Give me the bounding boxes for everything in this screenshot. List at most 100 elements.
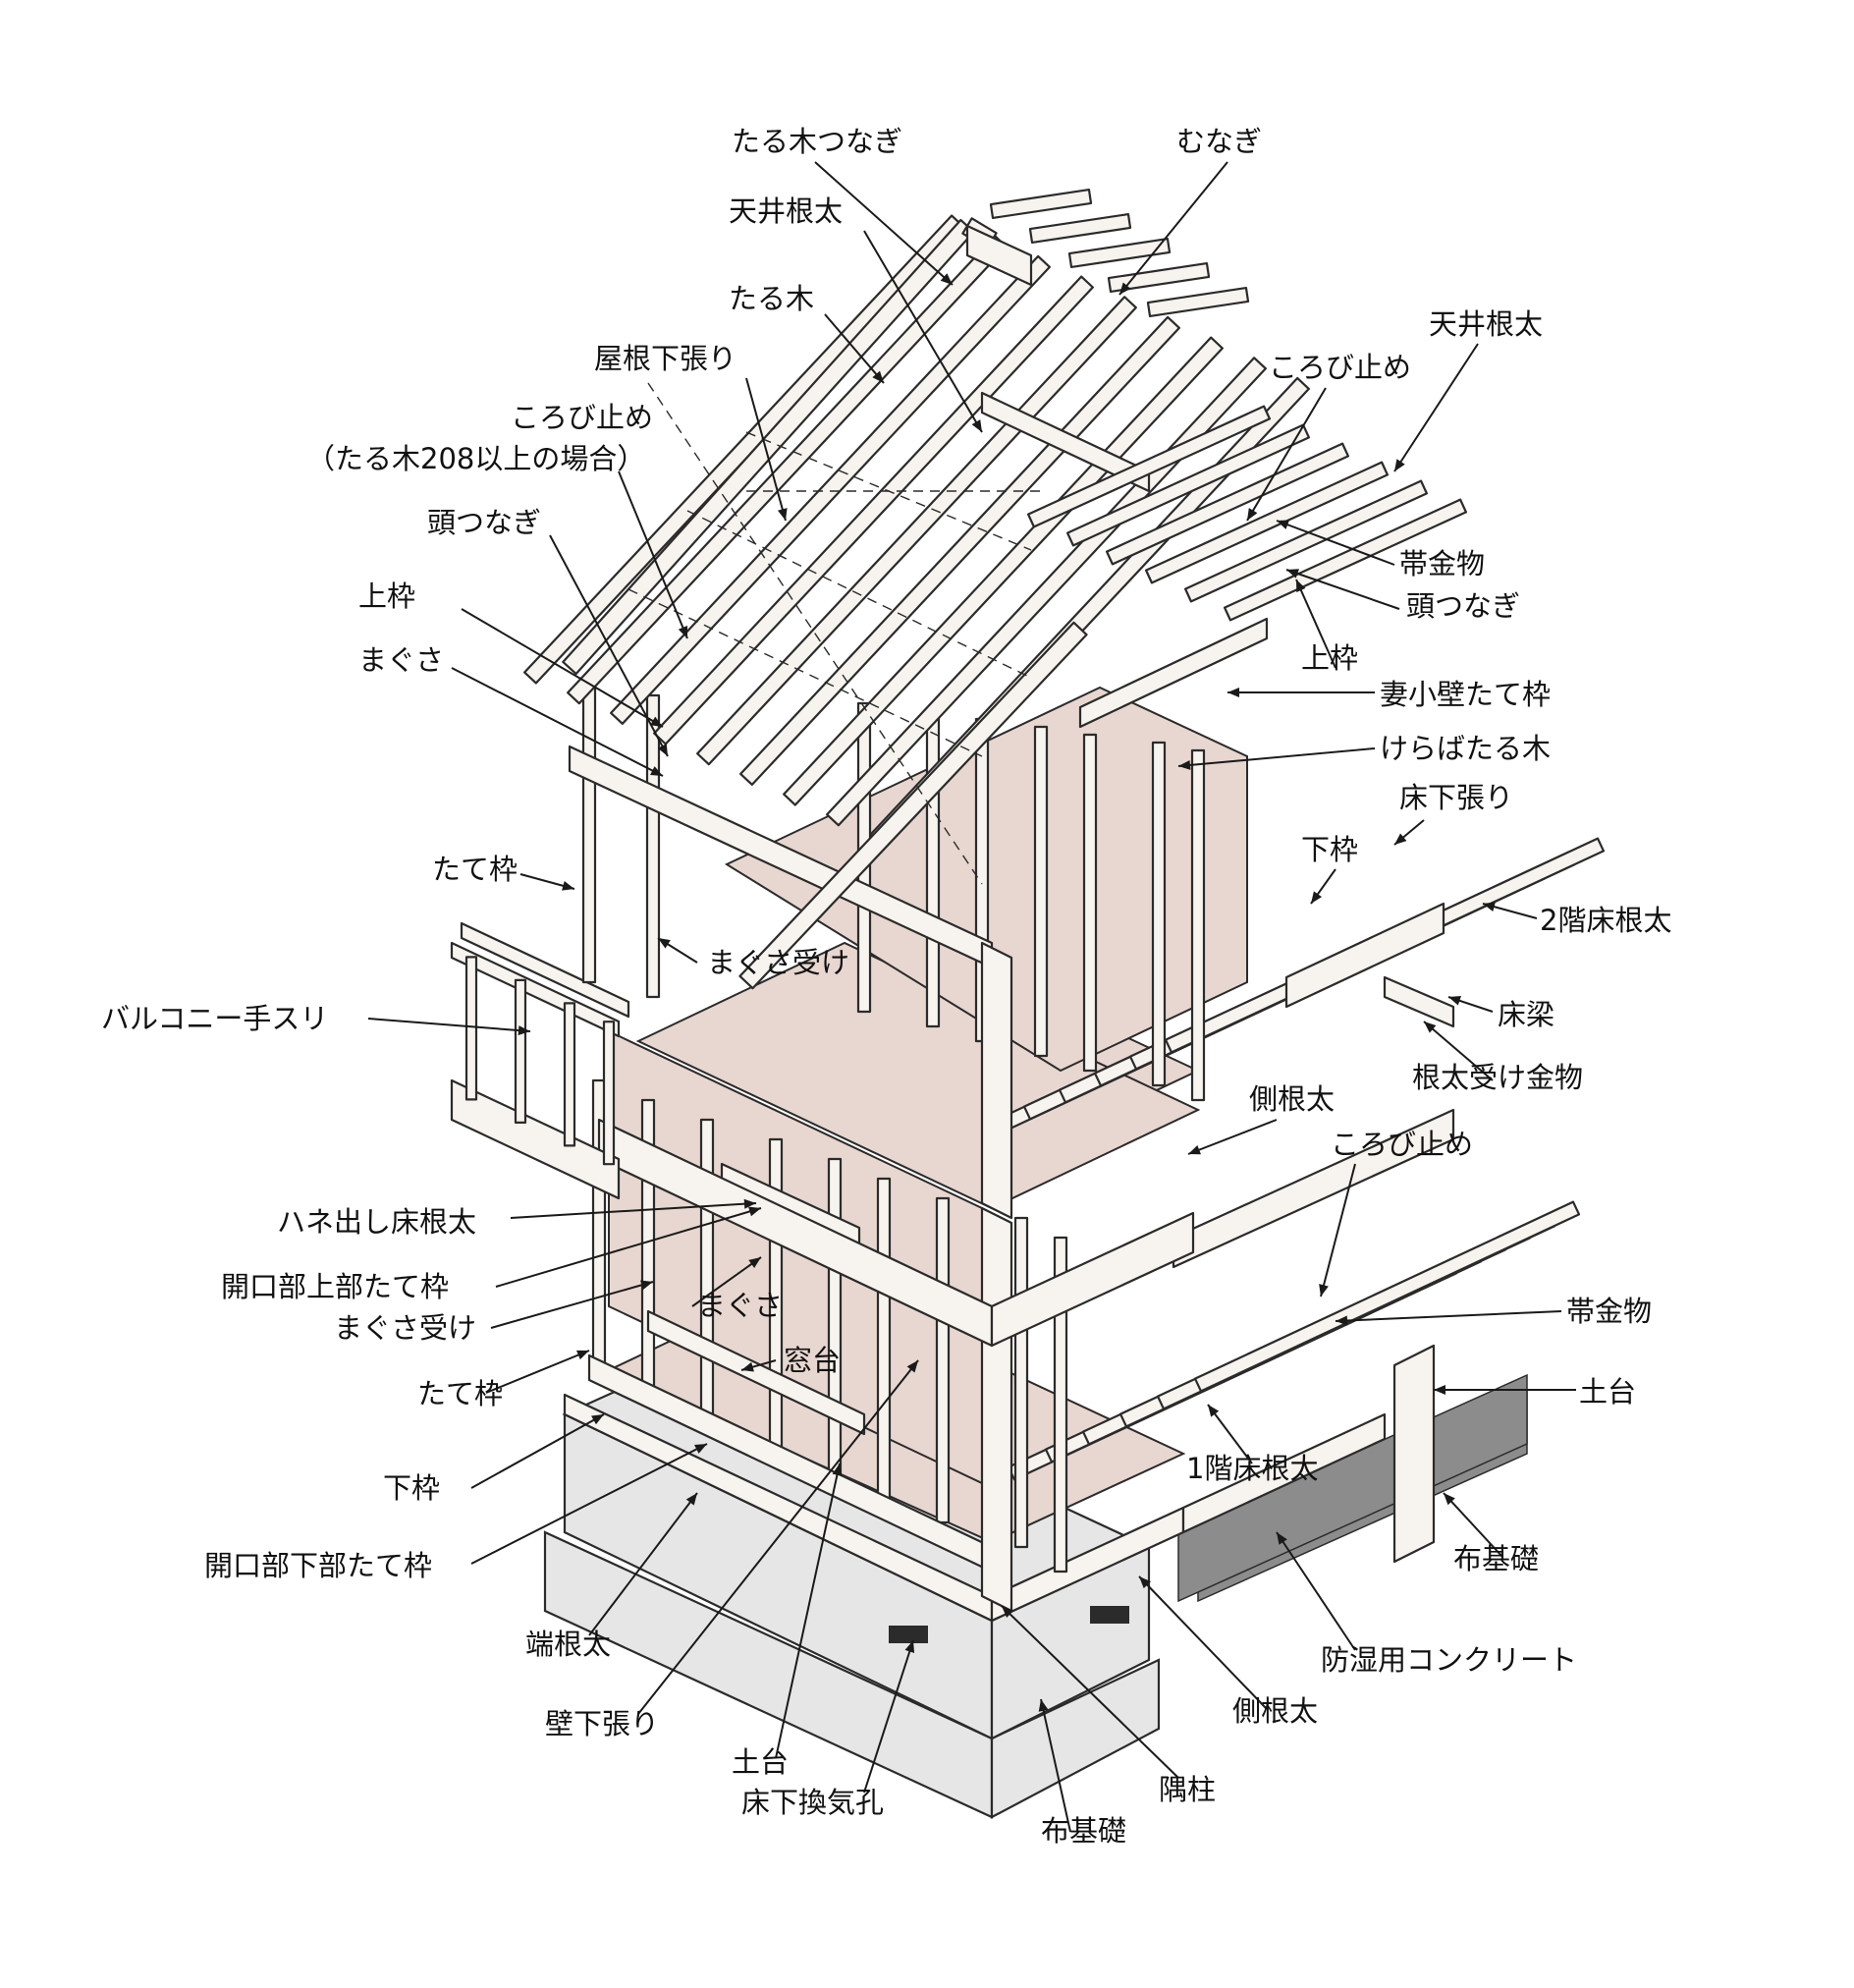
ceiling-joist-member — [1105, 442, 1350, 566]
leader-arrowhead — [694, 1444, 707, 1454]
label-stud-upper: たて枠 — [432, 853, 518, 886]
leader-arrowhead — [1336, 1315, 1348, 1326]
leader-line — [1187, 1119, 1278, 1155]
leader-line — [1335, 1310, 1562, 1322]
leader-arrowhead — [678, 626, 688, 638]
label-roof-sheathing: 屋根下張り — [594, 342, 737, 375]
label-vent: 床下換気孔 — [741, 1786, 885, 1819]
leader-line — [510, 1202, 757, 1219]
leader-line — [1246, 387, 1327, 522]
leader-line — [451, 667, 664, 777]
leader-line — [1276, 520, 1395, 566]
barge-rafter-member — [738, 621, 1088, 990]
rafter-member — [562, 218, 975, 676]
balcony-post — [464, 956, 478, 1101]
rafter-tail-member — [1028, 212, 1132, 245]
stud-2f-member — [1151, 741, 1167, 1087]
leader-line — [775, 1463, 841, 1759]
label-strap-right: 帯金物 — [1399, 547, 1486, 580]
leader-arrowhead — [650, 766, 663, 776]
leader-arrowhead — [904, 1640, 915, 1653]
leader-line — [1443, 1492, 1503, 1558]
balcony — [450, 921, 630, 1200]
leader-line — [1118, 161, 1228, 296]
leader-arrowhead — [1483, 902, 1496, 911]
rafter-member — [610, 254, 1051, 725]
leader-line — [495, 1207, 762, 1288]
leader-line — [1320, 1163, 1356, 1298]
leader-arrowhead — [1286, 569, 1299, 579]
leader-line — [1177, 747, 1376, 767]
leader-line — [490, 1281, 654, 1329]
leader-arrowhead — [562, 881, 574, 891]
label-stud-lower: たて枠 — [417, 1377, 504, 1410]
leader-arrowhead — [1178, 759, 1191, 770]
stud-1f-member — [935, 1196, 951, 1524]
vent-hole-side — [1090, 1606, 1129, 1624]
label-gable-stud: 妻小壁たて枠 — [1380, 678, 1552, 711]
rafter-tail-member — [1146, 286, 1250, 318]
leader-line — [1393, 343, 1479, 472]
label-floor-joist-1f: 1階床根太 — [1186, 1452, 1319, 1485]
label-ceiling-joist-right: 天井根太 — [1429, 307, 1544, 341]
leader-arrowhead — [640, 1280, 653, 1291]
ceiling-joist-member — [1223, 498, 1468, 622]
label-top-plate-right: 頭つなぎ — [1406, 589, 1521, 623]
leader-line — [1207, 1404, 1253, 1464]
balcony-post — [563, 1002, 576, 1147]
leader-arrowhead — [576, 1350, 589, 1360]
leader-arrowhead — [906, 1360, 918, 1373]
leader-line — [1001, 1605, 1179, 1779]
balcony-post — [514, 978, 527, 1125]
label-vapor-concrete: 防湿用コンクリート — [1321, 1643, 1578, 1677]
label-bottom-plate-lower: 下枠 — [383, 1471, 441, 1505]
rafter-tail-member — [989, 188, 1093, 220]
leader-arrowhead — [748, 1206, 761, 1217]
stud-1f-member — [827, 1157, 843, 1475]
stud-2f-member — [581, 686, 597, 984]
stud-2f-member — [1082, 733, 1098, 1073]
label-subfloor: 床下張り — [1399, 781, 1514, 814]
label-header-lower: まぐさ — [697, 1289, 784, 1322]
label-top-plate-left: 頭つなぎ — [427, 506, 542, 539]
leader-arrowhead — [1227, 688, 1239, 697]
leader-line — [1040, 1698, 1071, 1833]
ceiling-joist-member — [1183, 479, 1429, 603]
stud-1f-member — [876, 1177, 892, 1500]
leader-arrowhead — [777, 508, 788, 521]
label-end-joist: 端根太 — [525, 1628, 612, 1661]
leader-arrowhead — [1296, 580, 1306, 592]
label-blocking-right: ころび止め — [1269, 351, 1412, 384]
leader-arrowhead — [1444, 1493, 1455, 1506]
leader-arrowhead — [741, 1361, 754, 1372]
leader-arrowhead — [658, 938, 671, 949]
label-floor-joist-2f: 2階床根太 — [1540, 904, 1672, 937]
leader-arrowhead — [872, 370, 884, 383]
ceiling-joist-member — [1026, 405, 1272, 528]
leader-arrowhead — [1139, 1576, 1151, 1589]
leader-line — [1295, 579, 1336, 669]
leader-arrowhead — [1038, 1699, 1049, 1712]
label-rim-joist-right: 側根太 — [1249, 1082, 1336, 1116]
label-top-frame-right: 上枠 — [1301, 641, 1359, 675]
leader-line — [637, 1359, 919, 1715]
leader-arrowhead — [1208, 1405, 1220, 1417]
stud-1f-member — [1053, 1236, 1068, 1574]
leader-arrowhead — [1311, 891, 1323, 904]
label-header-left: まぐさ — [358, 643, 445, 677]
leader-line — [824, 313, 885, 384]
leader-arrowhead — [1434, 1385, 1445, 1395]
ceiling-joist-member — [1144, 461, 1390, 584]
leader-line — [691, 1256, 762, 1307]
leader-arrowhead — [940, 273, 953, 285]
label-bottom-plate-upper: 下枠 — [1301, 833, 1359, 866]
leader-arrowhead — [518, 1025, 530, 1036]
leader-line — [745, 377, 787, 522]
leader-arrowhead — [748, 1257, 761, 1269]
leader-line — [1276, 1531, 1356, 1651]
leader-arrowhead — [832, 1463, 843, 1476]
label-barge-rafter: けらばたる木 — [1380, 732, 1552, 765]
stud-1f-member — [699, 1118, 715, 1426]
leader-line — [1423, 1021, 1494, 1081]
